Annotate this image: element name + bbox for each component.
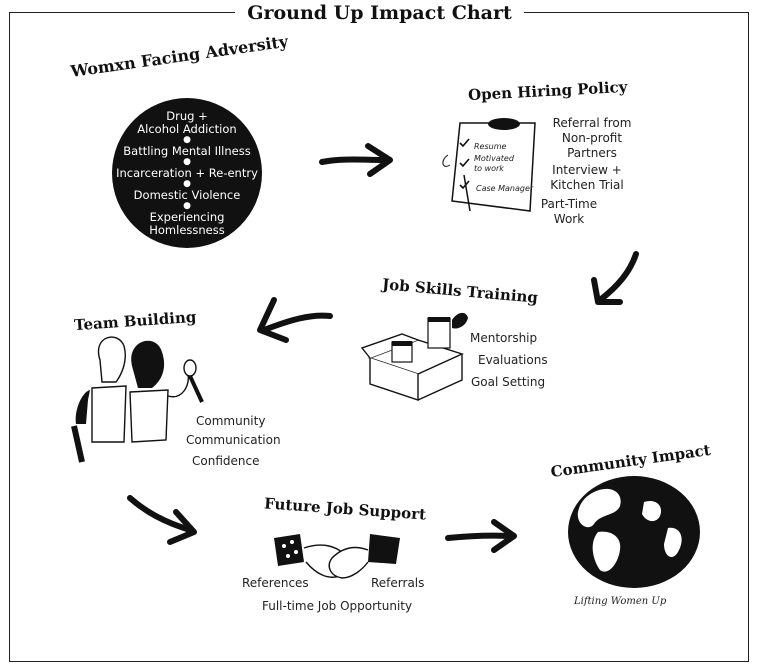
hiring-item: Interview + Kitchen Trial [550, 163, 624, 192]
clipboard-line: Resume [474, 142, 507, 151]
hiring-item: Part-Time Work [540, 197, 598, 226]
community-tagline: Lifting Women Up [574, 596, 667, 607]
future-item: Referrals [371, 576, 425, 590]
adversity-circle: Drug + Alcohol Addiction ● Battling Ment… [112, 98, 262, 248]
bullet-dot: ● [183, 200, 191, 211]
adversity-item: Drug + Alcohol Addiction [137, 108, 237, 136]
team-item: Community [196, 414, 266, 428]
arrow-down-right-icon [127, 495, 197, 545]
future-item: Full-time Job Opportunity [262, 599, 413, 613]
page-title: Ground Up Impact Chart [0, 0, 759, 26]
two-women-illustration [71, 336, 204, 463]
adversity-item: Experiencing Homlessness [149, 209, 225, 237]
training-item: Goal Setting [471, 375, 546, 389]
globe-icon [568, 476, 700, 588]
clipboard-line: Motivated to work [474, 154, 514, 173]
handshake-icon [274, 534, 400, 579]
bullet-dot: ● [183, 156, 191, 167]
training-item: Mentorship [470, 331, 538, 345]
bullet-dot: ● [183, 178, 191, 189]
hiring-item: Referral from Non-profit Partners [552, 116, 632, 160]
arrow-down-left-icon [591, 251, 639, 305]
box-icon [360, 312, 468, 401]
adversity-item: Domestic Violence [133, 187, 241, 202]
training-item: Evaluations [478, 353, 548, 367]
team-item: Communication [186, 433, 281, 447]
adversity-item: Battling Mental Illness [123, 143, 251, 158]
future-item: References [242, 576, 309, 590]
adversity-item: Incarceration + Re-entry [116, 165, 258, 180]
clipboard-icon [442, 118, 536, 212]
team-item: Confidence [192, 454, 260, 468]
arrow-right-icon [445, 519, 517, 553]
clipboard-line: Case Manager [476, 184, 534, 193]
bullet-dot: ● [183, 134, 191, 145]
arrow-right-icon [319, 143, 393, 177]
arrow-left-icon [257, 297, 333, 343]
